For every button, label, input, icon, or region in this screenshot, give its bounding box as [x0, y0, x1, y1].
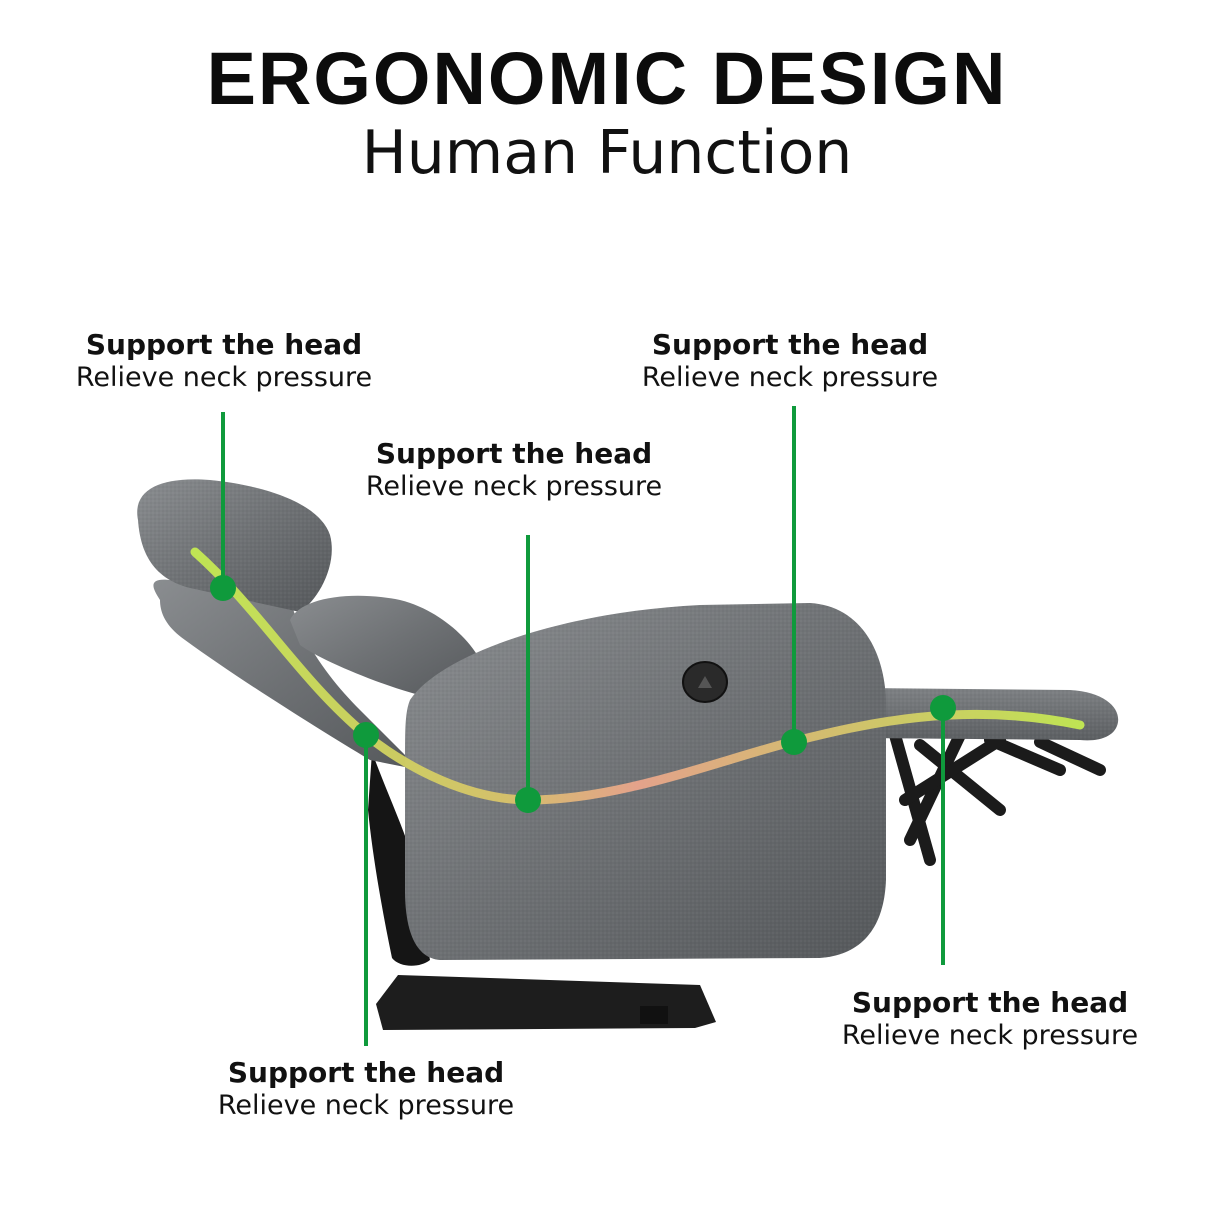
callout-head-bottom-left: Support the head Relieve neck pressure: [196, 1056, 536, 1122]
callout-text: Relieve neck pressure: [641, 361, 939, 393]
base-frame: [376, 975, 716, 1030]
callout-title: Support the head: [375, 437, 653, 470]
marker-dot: [930, 695, 956, 721]
leader-lines: [221, 406, 945, 1046]
power-button-icon: [682, 661, 728, 703]
callout-head-top-left: Support the head Relieve neck pressure: [54, 328, 394, 394]
marker-dot: [210, 575, 236, 601]
callout-title: Support the head: [227, 1056, 505, 1089]
marker-dot: [353, 722, 379, 748]
page-subtitle: Human Function: [361, 118, 853, 188]
callout-text: Relieve neck pressure: [75, 361, 373, 393]
footrest-mechanism: [889, 729, 1106, 866]
seat-bolster: [290, 595, 480, 700]
callout-head-center: Support the head Relieve neck pressure: [344, 437, 684, 503]
callout-text: Relieve neck pressure: [365, 470, 663, 502]
marker-dot: [515, 787, 541, 813]
page-title: ERGONOMIC DESIGN: [206, 37, 1008, 120]
callout-text: Relieve neck pressure: [217, 1089, 515, 1121]
callout-title: Support the head: [651, 328, 929, 361]
callout-title: Support the head: [851, 986, 1129, 1019]
callout-title: Support the head: [85, 328, 363, 361]
callout-text: Relieve neck pressure: [841, 1019, 1139, 1051]
ergonomic-curve: [190, 547, 1085, 805]
marker-dot: [781, 729, 807, 755]
callout-head-bottom-right: Support the head Relieve neck pressure: [820, 986, 1160, 1052]
callout-head-top-right: Support the head Relieve neck pressure: [620, 328, 960, 394]
